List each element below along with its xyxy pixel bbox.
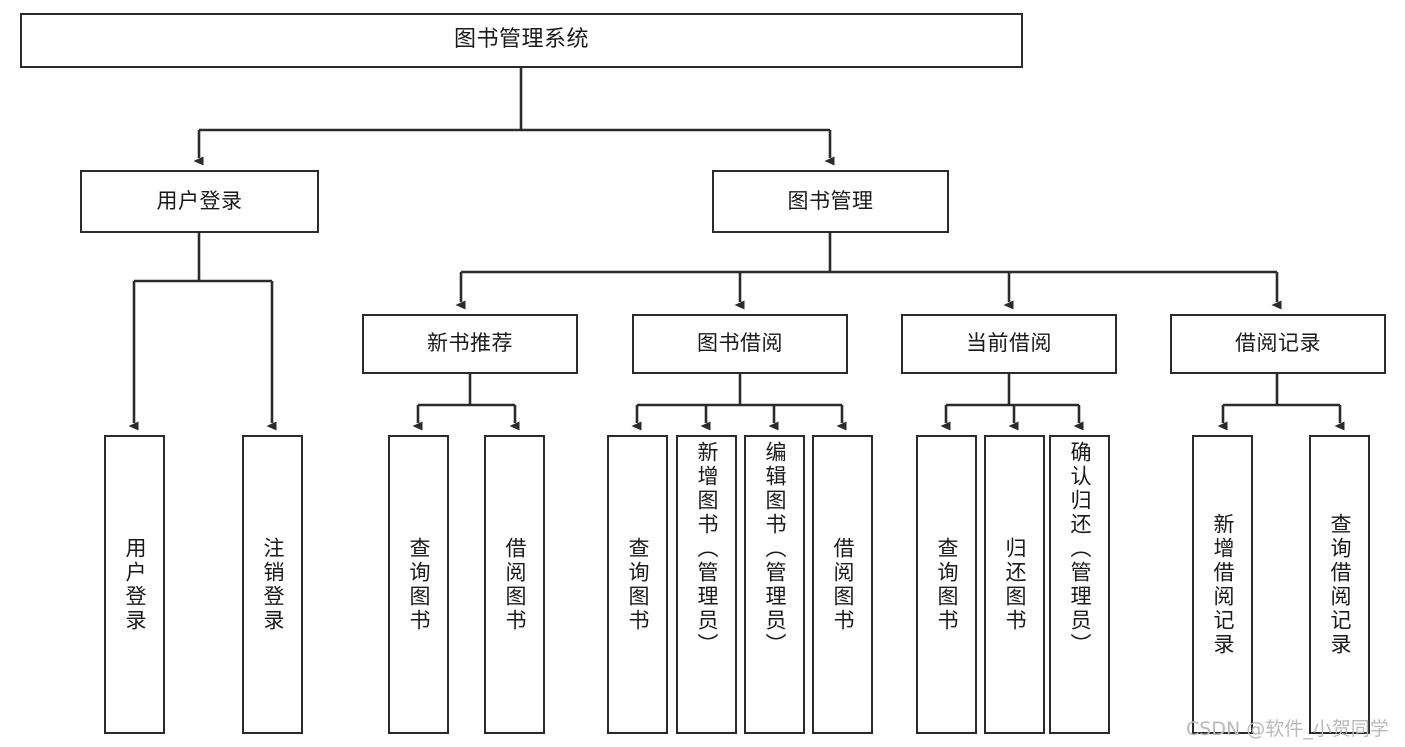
node-label: 新增借阅记录 bbox=[1210, 512, 1235, 657]
node-new-book-recommend[interactable]: 新书推荐 bbox=[362, 314, 578, 374]
node-label: 图书借阅 bbox=[697, 331, 783, 356]
leaf-logout[interactable]: 注销登录 bbox=[242, 435, 303, 734]
node-label: 确认归还（管理员） bbox=[1067, 441, 1092, 657]
leaf-add-borrow-record[interactable]: 新增借阅记录 bbox=[1192, 435, 1253, 734]
node-label: 查询借阅记录 bbox=[1327, 512, 1352, 657]
node-label: 用户登录 bbox=[156, 188, 243, 213]
node-label: 图书管理 bbox=[787, 188, 874, 213]
node-label: 新增图书（管理员） bbox=[694, 441, 719, 657]
node-user-login[interactable]: 用户登录 bbox=[80, 170, 319, 233]
node-label: 图书管理系统 bbox=[453, 27, 589, 53]
csdn-watermark: CSDN @软件_小贺同学 bbox=[1186, 718, 1389, 740]
node-label: 新书推荐 bbox=[427, 331, 513, 356]
node-label: 用户登录 bbox=[122, 536, 147, 633]
leaf-borrow-book-nb[interactable]: 借阅图书 bbox=[484, 435, 545, 734]
leaf-return-book[interactable]: 归还图书 bbox=[984, 435, 1045, 734]
node-label: 注销登录 bbox=[260, 536, 285, 633]
node-label: 查询图书 bbox=[934, 536, 959, 633]
node-label: 借阅图书 bbox=[502, 536, 527, 633]
leaf-add-book-admin[interactable]: 新增图书（管理员） bbox=[676, 435, 737, 734]
leaf-borrow-book-bb[interactable]: 借阅图书 bbox=[812, 435, 873, 734]
node-label: 查询图书 bbox=[406, 536, 431, 633]
leaf-user-login[interactable]: 用户登录 bbox=[104, 435, 165, 734]
node-book-borrow[interactable]: 图书借阅 bbox=[632, 314, 848, 374]
leaf-query-book-nb[interactable]: 查询图书 bbox=[388, 435, 449, 734]
node-root-system[interactable]: 图书管理系统 bbox=[20, 13, 1023, 68]
node-label: 查询图书 bbox=[625, 536, 650, 633]
leaf-query-borrow-record[interactable]: 查询借阅记录 bbox=[1309, 435, 1370, 734]
node-borrow-record[interactable]: 借阅记录 bbox=[1170, 314, 1386, 374]
node-label: 编辑图书（管理员） bbox=[762, 441, 787, 657]
node-current-borrow[interactable]: 当前借阅 bbox=[901, 314, 1117, 374]
node-label: 借阅图书 bbox=[830, 536, 855, 633]
node-label: 借阅记录 bbox=[1235, 331, 1321, 356]
leaf-query-book-bb[interactable]: 查询图书 bbox=[607, 435, 668, 734]
node-book-management[interactable]: 图书管理 bbox=[712, 170, 949, 233]
leaf-edit-book-admin[interactable]: 编辑图书（管理员） bbox=[744, 435, 805, 734]
node-label: 当前借阅 bbox=[966, 331, 1052, 356]
leaf-confirm-return-admin[interactable]: 确认归还（管理员） bbox=[1049, 435, 1110, 734]
leaf-query-book-cb[interactable]: 查询图书 bbox=[916, 435, 977, 734]
node-label: 归还图书 bbox=[1002, 536, 1027, 633]
